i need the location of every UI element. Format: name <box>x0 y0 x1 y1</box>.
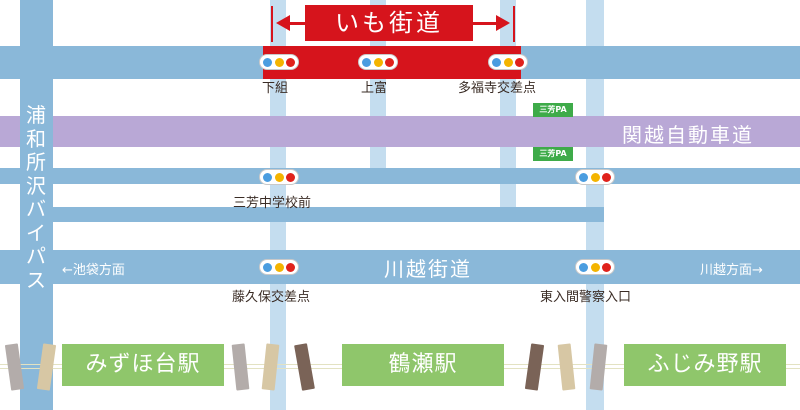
traffic-signal-icon <box>260 170 298 184</box>
banner-arrow-left <box>276 15 290 31</box>
decorative-post <box>294 343 315 391</box>
pa-sign: 三芳PA <box>533 147 573 161</box>
banner-bracket <box>513 6 515 42</box>
intersection-label-tafukuji: 多福寺交差点 <box>458 81 537 96</box>
expressway-label: 関越自動車道 <box>622 123 754 147</box>
road-h-miyoshi <box>0 168 800 184</box>
banner-bracket <box>271 6 273 42</box>
traffic-signal-icon <box>576 260 614 274</box>
traffic-signal-icon <box>359 55 397 69</box>
intersection-label-shimogumi: 下組 <box>262 81 289 96</box>
intersection-label-higashiiruma: 東入間警察入口 <box>540 290 632 305</box>
intersection-label-miyoshi-jhs: 三芳中学校前 <box>233 196 312 211</box>
station-mizuhodai: みずほ台駅 <box>62 344 224 386</box>
traffic-signal-icon <box>260 260 298 274</box>
decorative-post <box>557 343 576 391</box>
traffic-signal-icon <box>260 55 298 69</box>
station-tsuruse: 鶴瀬駅 <box>342 344 504 386</box>
road-expressway <box>0 116 800 147</box>
kawagoe-road-label: 川越街道 <box>384 257 472 281</box>
bypass-label: 浦和所沢バイパス <box>26 103 46 292</box>
direction-ikebukuro: ←池袋方面 <box>62 263 125 278</box>
road-v-shimogumi <box>270 0 286 410</box>
banner-title: いも街道 <box>305 5 473 41</box>
intersection-label-fujikubo: 藤久保交差点 <box>232 290 311 305</box>
pa-sign: 三芳PA <box>533 103 573 117</box>
decorative-post <box>231 343 250 391</box>
road-kawagoe <box>0 250 800 284</box>
direction-kawagoe: 川越方面→ <box>700 263 763 278</box>
road-bypass <box>20 0 53 410</box>
decorative-post <box>524 343 545 391</box>
banner-arrow-right <box>496 15 510 31</box>
road-v-higashiiruma <box>586 0 604 410</box>
traffic-signal-icon <box>489 55 527 69</box>
intersection-label-kamitome: 上富 <box>361 81 388 96</box>
traffic-signal-icon <box>576 170 614 184</box>
road-h-lower <box>48 207 604 222</box>
station-fujimino: ふじみ野駅 <box>624 344 786 386</box>
